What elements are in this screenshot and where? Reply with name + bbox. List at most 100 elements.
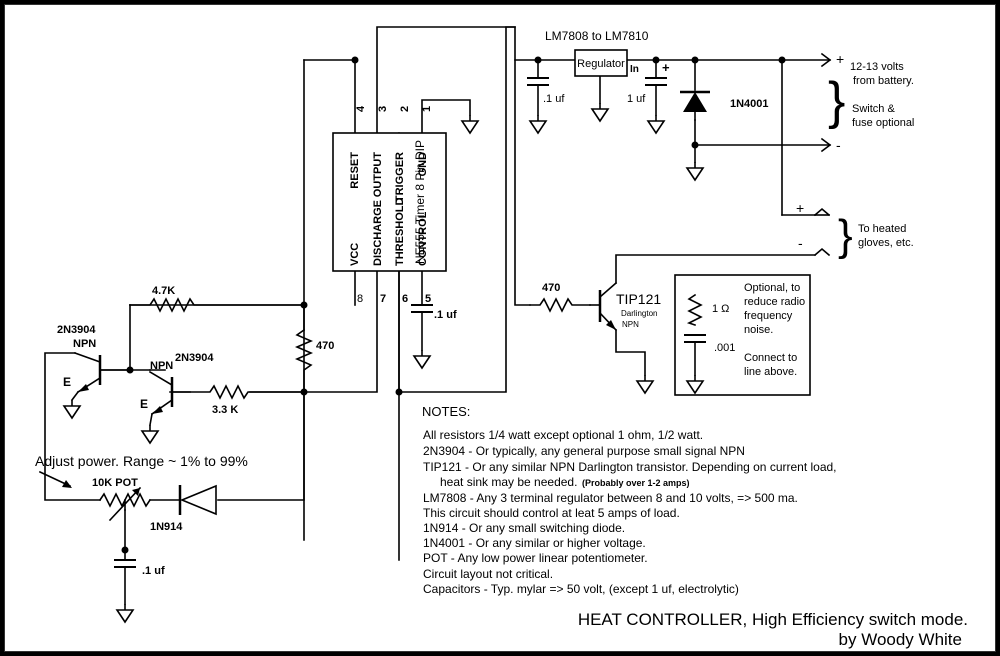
chip-pin-1-number: 1 [421, 106, 433, 112]
potentiometer: 10K POT [92, 477, 152, 522]
snubber-text-line3: frequency [744, 310, 793, 322]
battery-label-line3: Switch & [852, 103, 895, 115]
gloves-label-line2: gloves, etc. [858, 237, 914, 249]
chip-pin-vcc-label: VCC [349, 243, 361, 266]
chip-pin-5-number: 5 [425, 293, 431, 305]
control-capacitor: .1 uf [411, 304, 457, 369]
resistor-4-7k: 4.7K [129, 285, 305, 313]
q2-part-label: 2N3904 [175, 352, 214, 364]
chip-pin-control-label: CONTROL [417, 211, 429, 266]
battery-label-line1: 12-13 volts [850, 61, 904, 73]
chip-pin-7-number: 7 [380, 293, 386, 305]
pot-cap-label: .1 uf [142, 565, 165, 577]
gnd-symbol-cap-1uf [647, 114, 665, 134]
snubber-text-line5: Connect to [744, 352, 797, 364]
notes-line-1: All resistors 1/4 watt except optional 1… [423, 428, 703, 442]
notes-line-9: 1N4001 - Or any similar or higher voltag… [423, 536, 646, 550]
resistor-3-3k: 3.3 K [169, 384, 305, 416]
battery-label-line2: from battery. [853, 75, 914, 87]
chip-pin-6-number: 6 [402, 293, 408, 305]
battery-minus: - [836, 137, 841, 153]
diagram-author: by Woody White [839, 630, 962, 649]
notes-line-10: POT - Any low power linear potentiometer… [423, 551, 648, 565]
snubber-text-line4: noise. [744, 324, 773, 336]
chip-pin-trigger-label: TRIGGER [394, 152, 406, 202]
transistor-q2: 2N3904 NPN E [140, 352, 214, 444]
gnd-symbol-tip121 [636, 374, 654, 394]
chip-pin-8-number: 8 [357, 293, 363, 305]
chip-name: NE555 Timer 8 Pin DIP [413, 140, 427, 264]
resistor-470-mid-label: 470 [316, 340, 334, 352]
regulator-box [574, 49, 628, 77]
notes-line-6: LM7808 - Any 3 terminal regulator betwee… [423, 491, 798, 505]
notes-line-11: Circuit layout not critical. [423, 567, 553, 581]
resistor-470-mid: 470 [294, 328, 334, 393]
resistor-4-7k-label: 4.7K [152, 285, 175, 297]
q1-emitter-label: E [63, 375, 71, 389]
tip121-line2: Darlington [621, 309, 657, 318]
gloves-plus: + [796, 200, 804, 216]
gnd-symbol-cap-01uf [529, 114, 547, 134]
notes-line-7: This circuit should control at leat 5 am… [423, 506, 680, 520]
notes-line-5: (Probably over 1-2 amps) [582, 478, 690, 488]
diode-1n914: 1N914 [150, 484, 217, 533]
chip-pin-output-label: OUTPUT [372, 152, 384, 198]
notes-line-8: 1N914 - Or any small switching diode. [423, 521, 625, 535]
snubber-resistor-label: 1 Ω [712, 303, 729, 315]
notes-line-3: TIP121 - Or any similar NPN Darlington t… [423, 460, 837, 474]
snubber-text-line2: reduce radio [744, 296, 805, 308]
q2-emitter-label: E [140, 397, 148, 411]
adjust-arrow: Adjust power. Range ~ 1% to 99% [35, 453, 248, 488]
gnd-symbol-regulator [591, 102, 609, 122]
chip-pin-gnd-label: GND [417, 152, 429, 177]
notes-line-2: 2N3904 - Or typically, any general purpo… [423, 444, 745, 458]
adjust-power-label: Adjust power. Range ~ 1% to 99% [35, 453, 248, 469]
chip-pin-discharge-label: DISCHARGE [372, 200, 384, 266]
regulator-cap-polarity: + [662, 60, 670, 75]
notes-heading: NOTES: [422, 404, 470, 419]
q1-type-label: NPN [73, 338, 96, 350]
chip-pin-reset-label: RESET [349, 152, 361, 189]
ne555-chip: NE555 Timer 8 Pin DIP RESET OUTPUT TRIGG… [332, 105, 447, 305]
gloves-minus: - [798, 235, 803, 251]
resistor-470-base-label: 470 [542, 282, 560, 294]
regulator-cap-in-label: 1 uf [627, 93, 646, 105]
chip-pin-2-number: 2 [399, 106, 411, 112]
regulator-title: LM7808 to LM7810 [545, 29, 649, 43]
gnd-symbol-q1 [63, 399, 81, 419]
gnd-symbol-pin1 [461, 114, 479, 134]
transistor-tip121: TIP121 Darlington NPN [589, 281, 661, 394]
control-cap-label: .1 uf [434, 309, 457, 321]
gnd-symbol-pot-cap [116, 603, 134, 623]
snubber-box: 1 Ω .001 Optional, to reduce radio frequ… [674, 274, 811, 396]
regulator-section: LM7808 to LM7810 Regulator In .1 uf 1 uf… [527, 29, 769, 181]
regulator-in-label: In [630, 64, 639, 75]
battery-label-line4: fuse optional [852, 117, 914, 129]
snubber-cap-label: .001 [714, 342, 735, 354]
notes: NOTES: All resistors 1/4 watt except opt… [422, 404, 837, 596]
q1-part-label: 2N3904 [57, 324, 96, 336]
regulator-cap-out-label: .1 uf [543, 93, 565, 105]
resistor-3-3k-label: 3.3 K [212, 404, 238, 416]
glove-terminals: + - } To heated gloves, etc. [796, 200, 914, 260]
q2-type-label: NPN [150, 360, 173, 372]
chip-pin-4-number: 4 [355, 105, 367, 112]
gloves-brace: } [838, 211, 853, 260]
chip-pin-3-number: 3 [377, 106, 389, 112]
snubber-text-line6: line above. [744, 366, 797, 378]
resistor-470-base: 470 [529, 282, 591, 313]
diode-1n914-label: 1N914 [150, 521, 183, 533]
tip121-line3: NPN [622, 320, 639, 329]
battery-plus: + [836, 51, 844, 67]
battery-brace: } [828, 72, 845, 130]
tip121-part-label: TIP121 [616, 291, 661, 307]
gnd-symbol-q2 [141, 424, 159, 444]
schematic-sheet [4, 4, 996, 652]
pot-label: 10K POT [92, 477, 138, 489]
notes-line-4: heat sink may be needed. [440, 475, 577, 489]
battery-terminals: + - } 12-13 volts from battery. Switch &… [820, 51, 914, 153]
notes-line-12: Capacitors - Typ. mylar => 50 volt, (exc… [423, 582, 739, 596]
regulator-box-label: Regulator [577, 58, 625, 70]
